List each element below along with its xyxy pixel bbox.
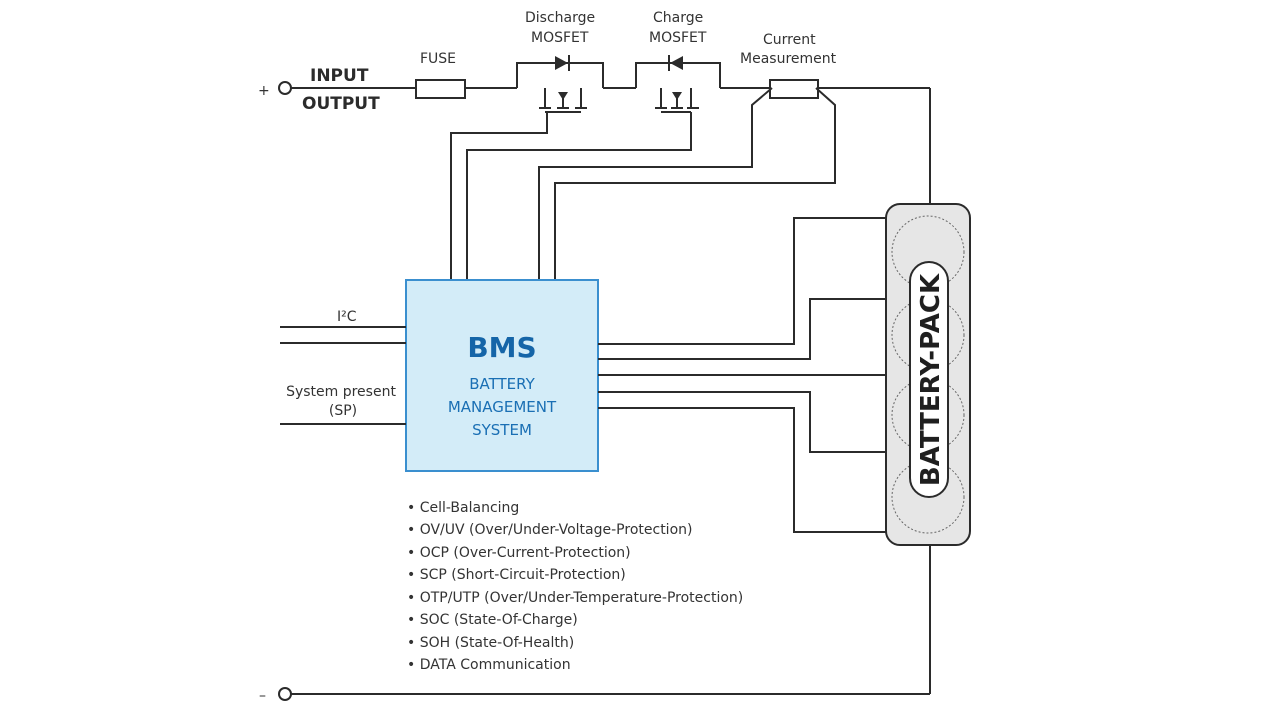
output-label: OUTPUT xyxy=(302,94,380,114)
feature-list: • Cell-Balancing • OV/UV (Over/Under-Vol… xyxy=(407,500,743,673)
charge-mosfet-icon xyxy=(466,55,721,280)
bms-subtitle-2: MANAGEMENT xyxy=(448,398,557,416)
positive-rail xyxy=(291,87,931,204)
charge-mosfet-label-1: Charge xyxy=(653,10,703,26)
discharge-mosfet-icon xyxy=(450,55,604,280)
feature-item: • SOH (State-Of-Health) xyxy=(407,635,574,651)
positive-terminal-sign: + xyxy=(258,83,270,99)
current-shunt-icon xyxy=(538,79,836,280)
negative-terminal xyxy=(278,687,292,701)
input-label: INPUT xyxy=(310,66,369,86)
feature-item: • DATA Communication xyxy=(407,657,571,673)
charge-mosfet-label-2: MOSFET xyxy=(649,30,707,46)
bms-title: BMS xyxy=(467,331,536,364)
i2c-label: I²C xyxy=(337,309,357,325)
feature-item: • SCP (Short-Circuit-Protection) xyxy=(407,567,626,583)
battery-pack-label: BATTERY-PACK xyxy=(916,273,946,486)
feature-item: • Cell-Balancing xyxy=(407,500,519,516)
feature-item: • SOC (State-Of-Charge) xyxy=(407,612,578,628)
feature-item: • OCP (Over-Current-Protection) xyxy=(407,545,631,561)
fuse-label: FUSE xyxy=(420,51,456,67)
current-measurement-label-2: Measurement xyxy=(740,51,837,67)
bms-subtitle-1: BATTERY xyxy=(469,375,535,393)
bms-subtitle-3: SYSTEM xyxy=(472,421,532,439)
discharge-mosfet-label-2: MOSFET xyxy=(531,30,589,46)
positive-terminal xyxy=(278,81,292,95)
cell-tap-lines xyxy=(598,217,886,533)
system-present-label-1: System present xyxy=(286,384,396,400)
negative-terminal-sign: – xyxy=(259,688,266,704)
feature-item: • OTP/UTP (Over/Under-Temperature-Protec… xyxy=(407,590,743,606)
feature-item: • OV/UV (Over/Under-Voltage-Protection) xyxy=(407,522,692,538)
current-measurement-label-1: Current xyxy=(763,32,816,48)
fuse-icon xyxy=(415,79,466,99)
discharge-mosfet-label-1: Discharge xyxy=(525,10,595,26)
system-present-label-2: (SP) xyxy=(329,403,357,419)
battery-pack: BATTERY-PACK xyxy=(885,203,971,546)
